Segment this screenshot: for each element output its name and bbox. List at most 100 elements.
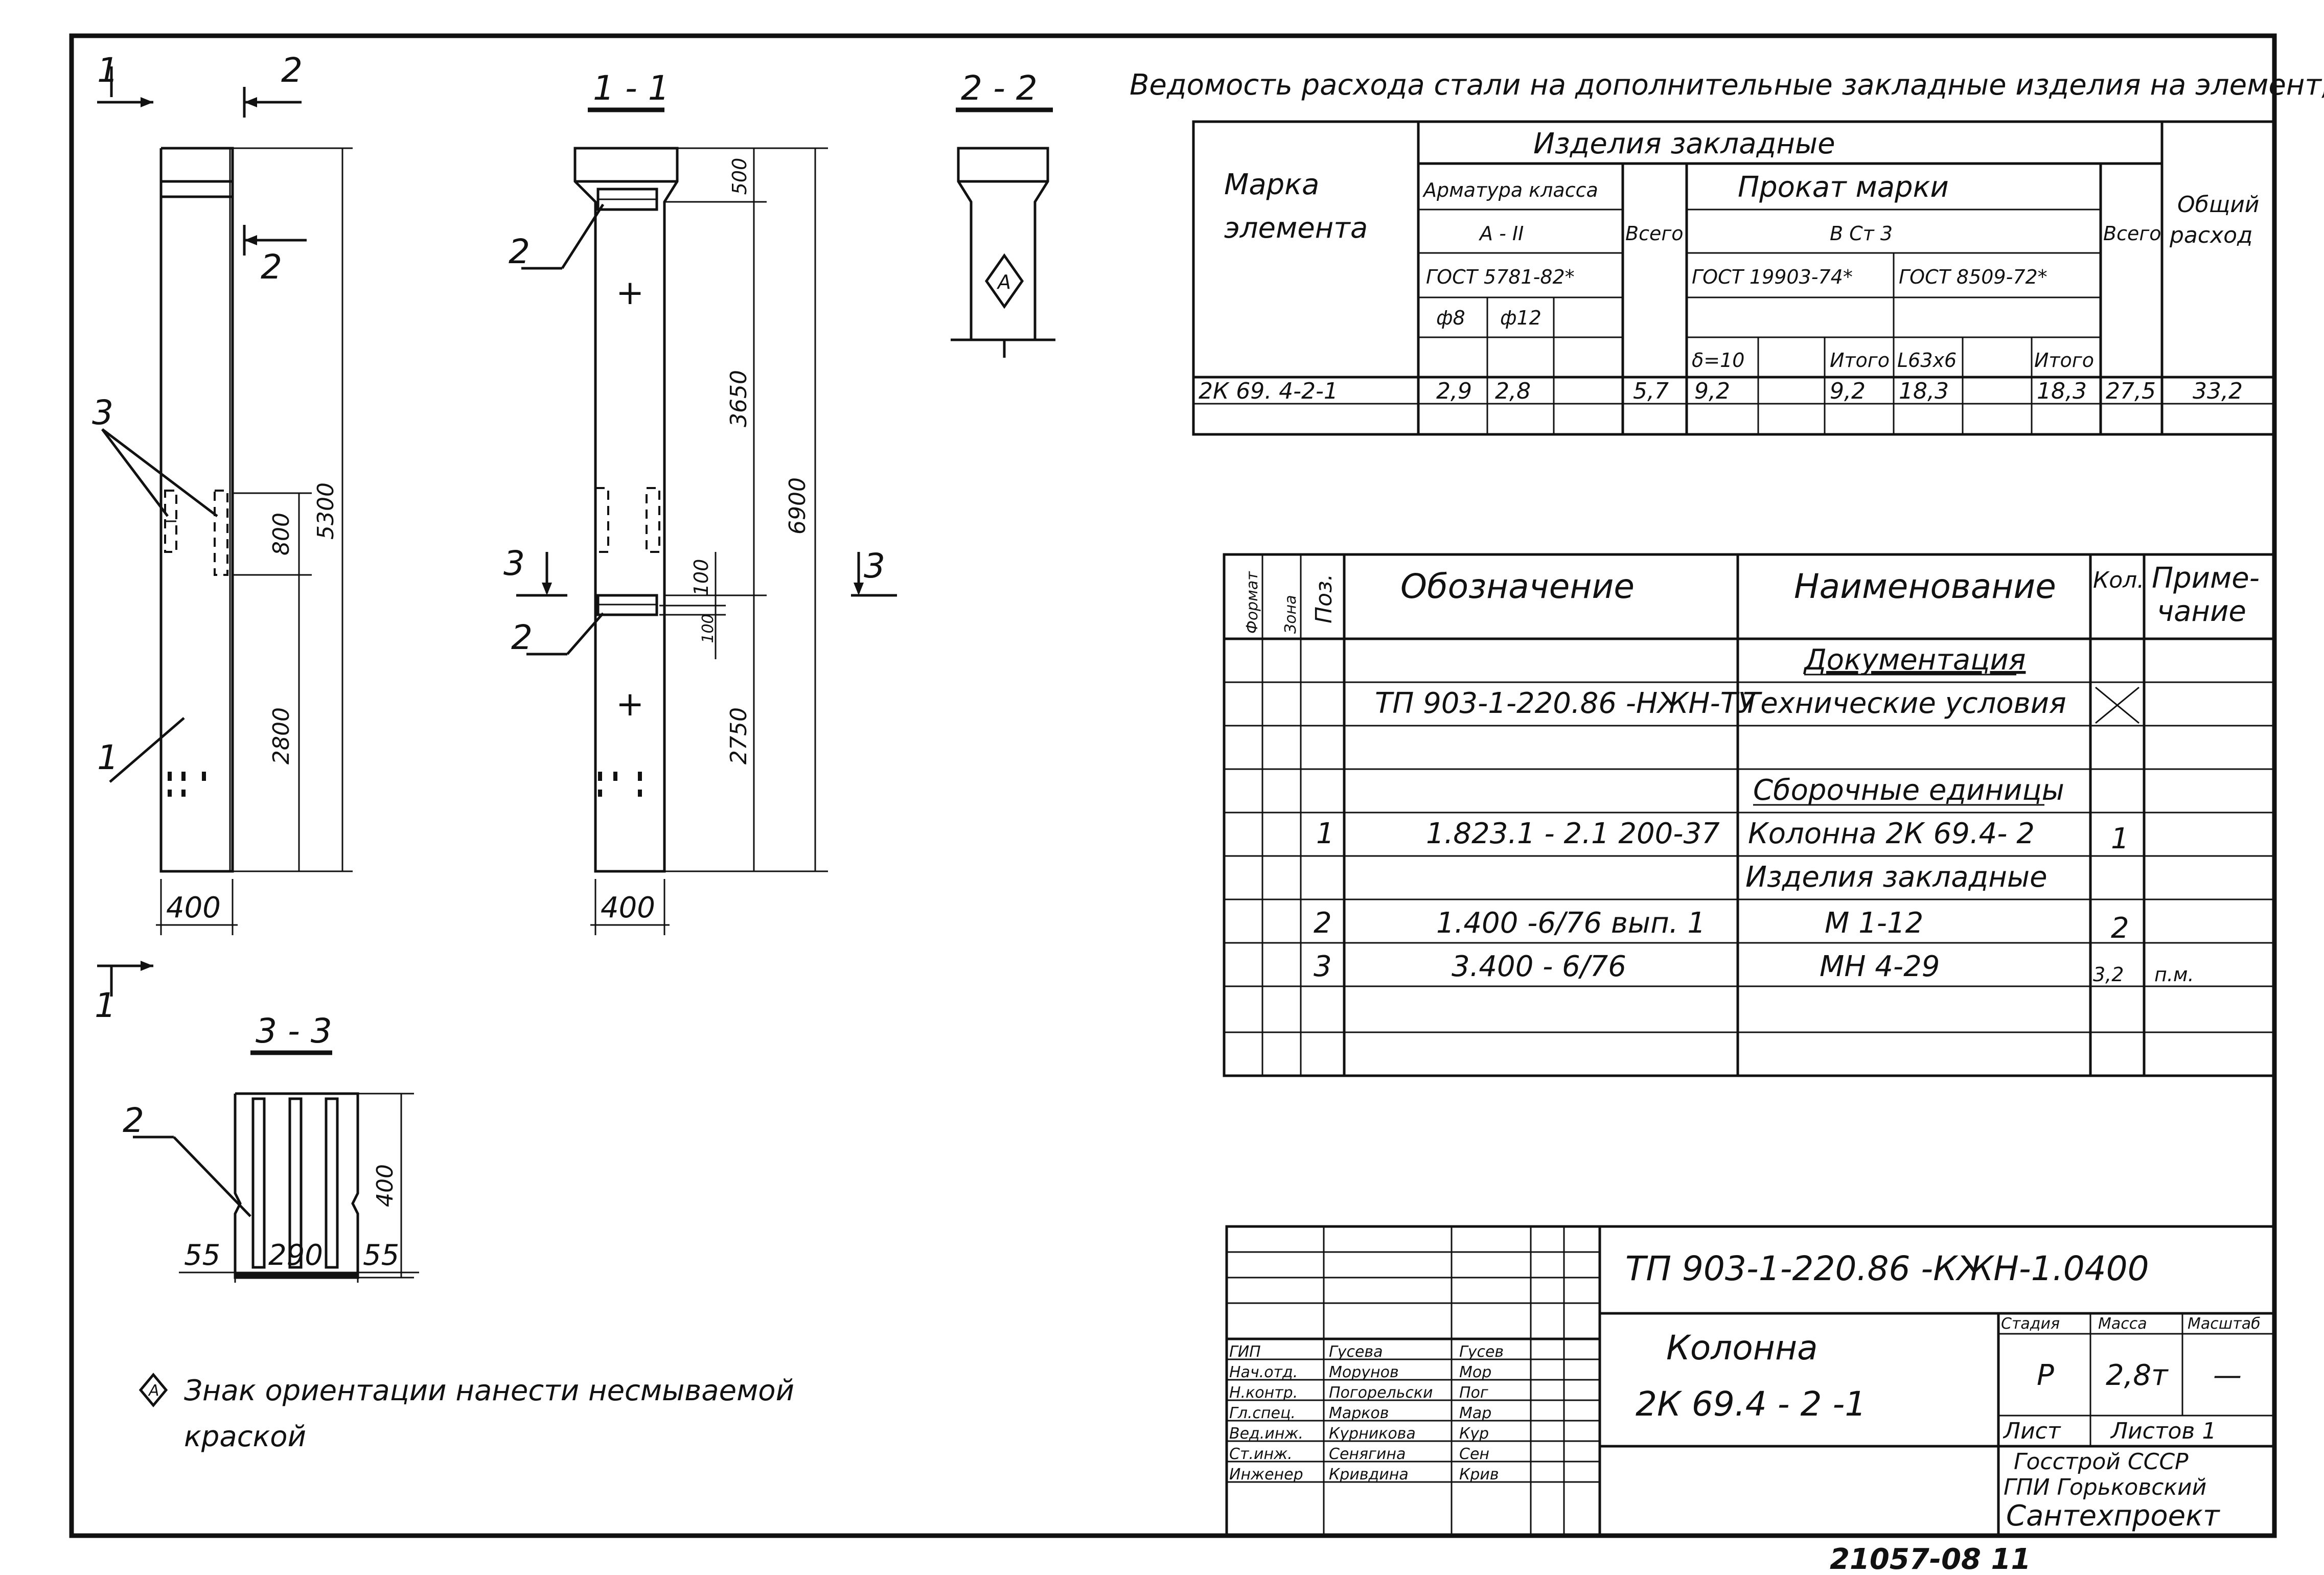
svg-text:—: — [2213, 1359, 2242, 1392]
svg-text:1: 1 [2111, 822, 2129, 855]
orientation-note: A Знак ориентации нанести несмываемой кр… [139, 1373, 794, 1453]
svg-text:Изделия закладные: Изделия закладные [1745, 861, 2047, 894]
svg-text:18,3: 18,3 [2037, 378, 2087, 404]
dim-55-left: 55 [184, 1239, 220, 1272]
svg-text:Инженер: Инженер [1229, 1466, 1303, 1484]
svg-text:Крив: Крив [1459, 1466, 1499, 1484]
svg-text:9,2: 9,2 [1830, 378, 1866, 404]
callout-2-top: 2 [509, 232, 530, 271]
svg-text:Курникова: Курникова [1329, 1425, 1416, 1443]
document-code: ТП 903-1-220.86 -КЖН-1.0400 [1625, 1249, 2149, 1288]
cut-mark-3-right: 3 [864, 546, 885, 586]
title-block: ТП 903-1-220.86 -КЖН-1.0400 Колонна 2К 6… [1225, 1225, 2276, 1537]
cut-mark-2-top: 2 [281, 51, 303, 90]
svg-text:Общий: Общий [2177, 192, 2259, 218]
svg-text:ГОСТ 19903-74*: ГОСТ 19903-74* [1692, 266, 1853, 288]
svg-text:Гусев: Гусев [1459, 1343, 1504, 1361]
svg-text:Изделия закладные: Изделия закладные [1533, 127, 1835, 160]
svg-text:Листов 1: Листов 1 [2110, 1418, 2216, 1444]
svg-text:Погорельски: Погорельски [1329, 1384, 1433, 1402]
svg-text:Стадия: Стадия [2001, 1315, 2060, 1333]
dim-500: 500 [728, 158, 751, 195]
svg-text:A: A [148, 1382, 159, 1400]
svg-text:Приме-: Приме- [2152, 562, 2260, 595]
svg-text:Масштаб: Масштаб [2188, 1315, 2261, 1333]
dim-400-front: 400 [166, 891, 221, 924]
dim-3650: 3650 [726, 370, 752, 427]
svg-text:Сен: Сен [1459, 1445, 1489, 1463]
cut-mark-1-top: 1 [97, 51, 119, 90]
svg-text:ф8: ф8 [1436, 307, 1465, 329]
column-1-1-head [573, 147, 679, 873]
item-mark: 2К 69.4 - 2 -1 [1636, 1384, 1866, 1424]
svg-text:18,3: 18,3 [1899, 378, 1949, 404]
svg-text:ГОСТ 8509-72*: ГОСТ 8509-72* [1899, 266, 2047, 288]
svg-text:ф12: ф12 [1500, 307, 1541, 329]
svg-text:Лист: Лист [2003, 1418, 2061, 1444]
dim-100-bottom: 100 [699, 614, 717, 643]
svg-text:Сборочные единицы: Сборочные единицы [1753, 774, 2064, 807]
svg-text:Ст.инж.: Ст.инж. [1229, 1445, 1293, 1463]
svg-text:2,8т: 2,8т [2106, 1359, 2169, 1392]
svg-text:3,2: 3,2 [2093, 963, 2124, 986]
svg-text:МН 4-29: МН 4-29 [1820, 950, 1940, 983]
dim-800-front: 800 [268, 513, 294, 555]
svg-text:2К 69. 4-2-1: 2К 69. 4-2-1 [1199, 378, 1338, 404]
svg-text:Гусева: Гусева [1329, 1343, 1383, 1361]
svg-text:А - II: А - II [1478, 222, 1524, 245]
section-3-3: 3 - 3 400 55 290 55 2 [123, 1011, 419, 1283]
svg-text:δ=10: δ=10 [1692, 349, 1744, 372]
svg-text:Марка: Марка [1224, 168, 1319, 201]
dim-290: 290 [268, 1239, 323, 1272]
svg-text:L63x6: L63x6 [1897, 349, 1957, 372]
svg-text:Пог: Пог [1459, 1384, 1488, 1402]
svg-text:1.823.1 - 2.1 200-37: 1.823.1 - 2.1 200-37 [1426, 817, 1720, 850]
dim-2750: 2750 [726, 707, 752, 765]
item-name: Колонна [1666, 1328, 1818, 1368]
svg-text:Кур: Кур [1459, 1425, 1489, 1443]
svg-text:2,8: 2,8 [1495, 378, 1531, 404]
orientation-mark-diamond [984, 253, 1024, 309]
svg-text:п.м.: п.м. [2154, 963, 2194, 986]
column-front-view: 400 5300 800 2800 1 2 2 1 3 1 [92, 51, 353, 1025]
callout-2-section3: 2 [123, 1101, 144, 1140]
svg-text:Гл.спец.: Гл.спец. [1229, 1404, 1296, 1422]
footer-number: 21057-08 11 [1830, 1543, 2031, 1575]
svg-text:В Ст 3: В Ст 3 [1830, 222, 1893, 245]
svg-text:27,5: 27,5 [2106, 378, 2156, 404]
dim-5300: 5300 [313, 482, 339, 540]
svg-text:Итого: Итого [2034, 349, 2094, 372]
svg-text:Колонна 2К 69.4- 2: Колонна 2К 69.4- 2 [1748, 817, 2035, 850]
dim-100-top: 100 [690, 559, 712, 596]
section-2-2-label: 2 - 2 [961, 68, 1038, 108]
svg-text:3.400 - 6/76: 3.400 - 6/76 [1452, 950, 1626, 983]
svg-text:Технические условия: Технические условия [1743, 687, 2066, 720]
svg-text:Арматура класса: Арматура класса [1422, 179, 1598, 201]
svg-text:ГОСТ 5781-82*: ГОСТ 5781-82* [1426, 266, 1575, 288]
note-line-1: Знак ориентации нанести несмываемой [184, 1374, 794, 1407]
svg-text:Кол.: Кол. [2093, 567, 2144, 593]
cut-mark-2-side: 2 [261, 247, 282, 287]
svg-text:Мор: Мор [1459, 1363, 1491, 1381]
svg-text:Мар: Мар [1459, 1404, 1491, 1422]
svg-text:Обозначение: Обозначение [1400, 567, 1635, 606]
svg-text:2: 2 [1314, 907, 1332, 940]
svg-text:Итого: Итого [1830, 349, 1890, 372]
dim-6900: 6900 [785, 477, 811, 535]
dim-55-right: 55 [363, 1239, 399, 1272]
cut-mark-3-left: 3 [503, 544, 525, 583]
callout-1: 1 [97, 738, 119, 777]
svg-text:Всего: Всего [2103, 222, 2161, 245]
svg-text:Сантехпроект: Сантехпроект [2006, 1499, 2220, 1533]
svg-text:Сенягина: Сенягина [1329, 1445, 1406, 1463]
note-line-2: краской [184, 1420, 306, 1453]
svg-text:Кривдина: Кривдина [1329, 1466, 1409, 1484]
svg-text:Морунов: Морунов [1329, 1363, 1399, 1381]
cut-mark-1-bottom: 1 [95, 986, 116, 1025]
svg-text:ГИП: ГИП [1229, 1343, 1261, 1361]
svg-text:Всего: Всего [1625, 222, 1684, 245]
svg-text:5,7: 5,7 [1633, 378, 1669, 404]
svg-text:1: 1 [1316, 817, 1334, 850]
svg-text:Р: Р [2037, 1359, 2054, 1392]
steel-consumption-table: Ведомость расхода стали на дополнительны… [1130, 68, 2324, 436]
